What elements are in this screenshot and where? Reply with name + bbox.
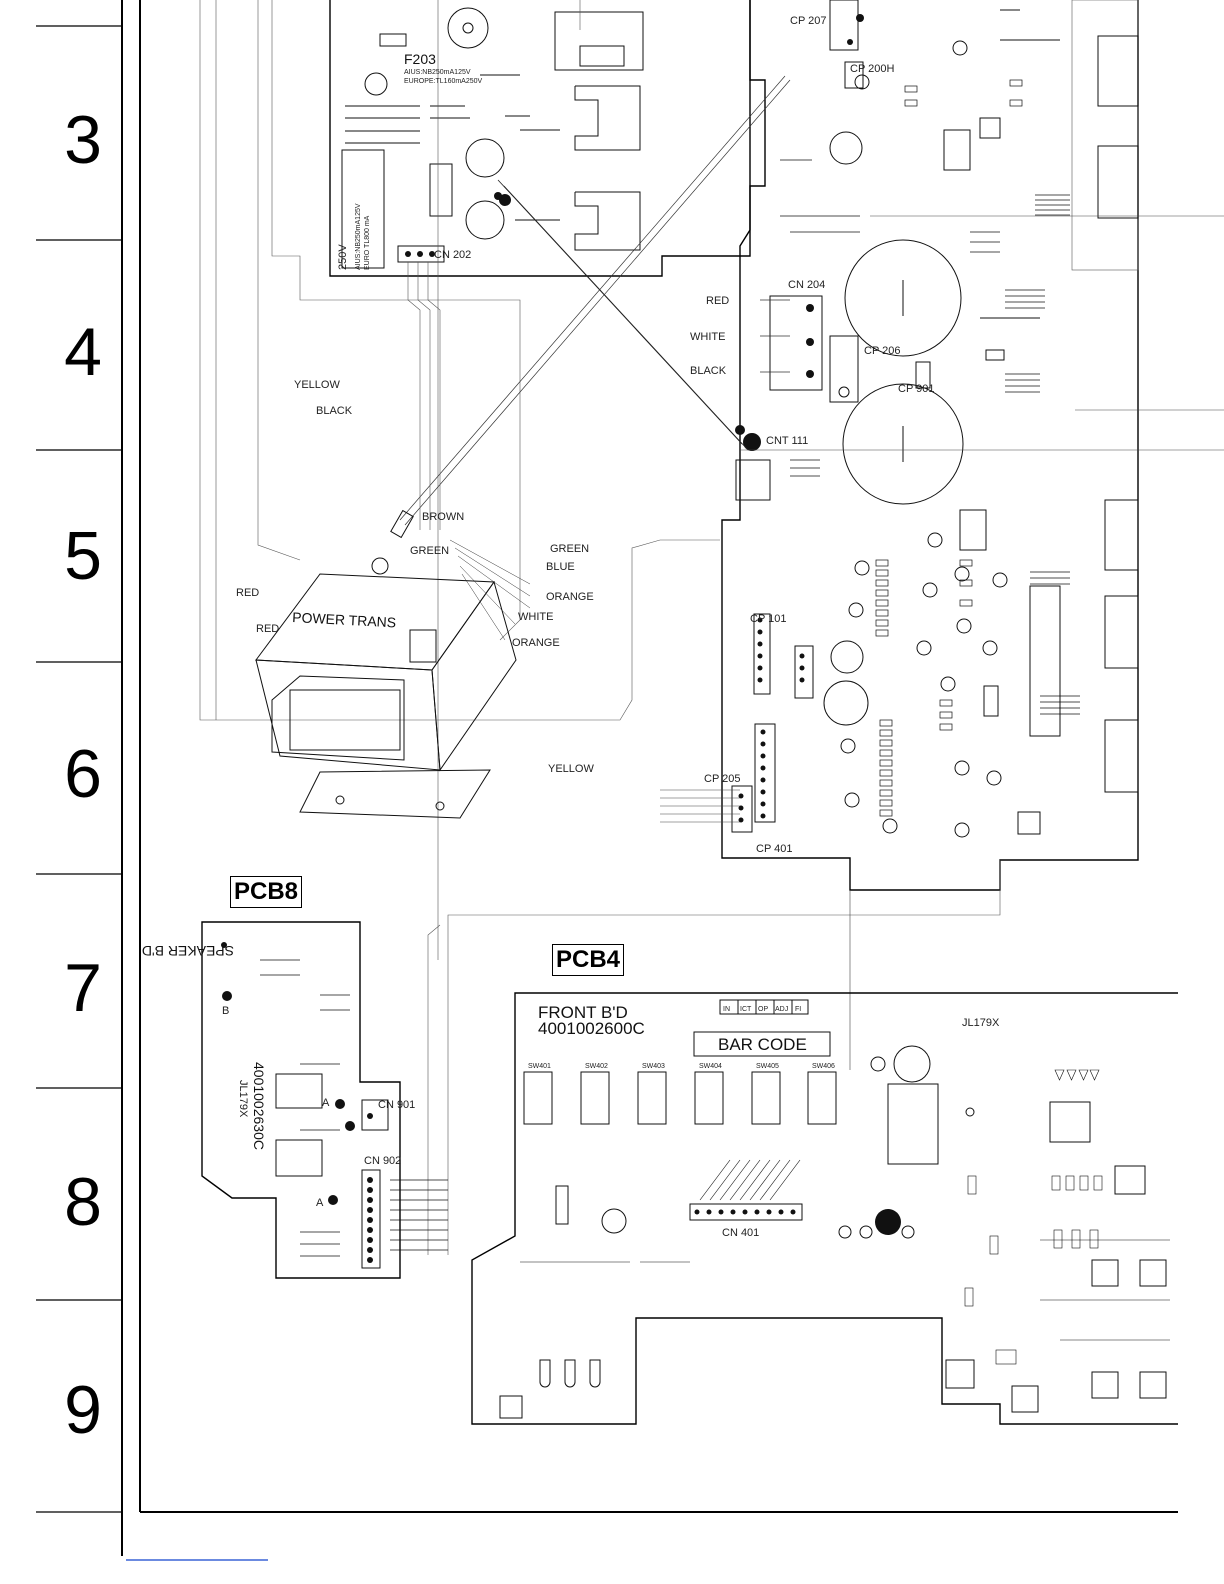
front-board-part-number: 4001002600C [538,1019,645,1038]
speaker-board-ul-mark: JL179X [237,1080,249,1118]
inspection-box-ict: ICT [740,1006,752,1013]
inspection-box-adj: ADJ [775,1006,788,1013]
switch-sw401-label: SW401 [528,1063,551,1070]
wire-label-white-2: WHITE [518,611,553,623]
connector-cp207-label: CP 207 [790,15,827,27]
wire-label-orange-2: ORANGE [512,637,560,649]
wire-label-left-red-2: RED [256,623,279,635]
switch-sw403-label: SW403 [642,1063,665,1070]
speaker-board-title: SPEAKER B'D [142,943,234,959]
wire-label-left-black: BLACK [316,405,353,417]
connector-cp205-label: CP 205 [704,773,741,785]
front-board-ul-mark: JL179X [962,1017,1000,1029]
wire-label-black: BLACK [690,365,727,377]
row-number-3: 3 [64,102,102,178]
connector-cp101-label: CP 101 [750,613,787,625]
bar-code-box [693,1031,831,1057]
main-board [721,0,1139,891]
wire-label-brown: BROWN [422,511,464,523]
fuse-label-block: AIUS:NB250mA125V EURO TL800 mA 250V [337,203,371,270]
power-transformer-drawing [255,509,517,819]
speaker-point-a-upper: A [322,1097,330,1109]
wire-label-red: RED [706,295,729,307]
fuse-f203-label: F203 [404,51,436,67]
speaker-board [201,921,448,1279]
row-number-8: 8 [64,1164,102,1240]
speaker-board-part-number: 4001002630C [251,1062,267,1150]
switch-sw402-label: SW402 [585,1063,608,1070]
inspection-box-op: OP [758,1006,768,1013]
connector-cp901-label: CP 901 [898,383,935,395]
bar-code-label: BAR CODE [718,1035,807,1054]
connector-cp206-label: CP 206 [864,345,901,357]
fuse-block-line-2: EURO TL800 mA [364,215,371,270]
front-connector-cn401: CN 401 [722,1227,759,1239]
wire-label-white: WHITE [690,331,725,343]
inspection-box-fi: FI [795,1006,801,1013]
power-transformer-label: POWER TRANS [292,609,397,630]
connector-cn202-label: CN 202 [434,249,471,261]
row-number-9: 9 [64,1372,102,1448]
front-board-title: FRONT B'D [538,1003,628,1022]
speaker-connector-cn902: CN 902 [364,1155,401,1167]
connector-cnt111-label: CNT 111 [766,435,808,447]
switch-sw404-label: SW404 [699,1063,722,1070]
row-number-6: 6 [64,736,102,812]
row-number-5: 5 [64,518,102,594]
wire-label-green-1: GREEN [410,545,449,557]
switch-sw406-label: SW406 [812,1063,835,1070]
row-number-4: 4 [64,314,102,390]
wire-label-orange-1: ORANGE [546,591,594,603]
fuse-block-line-3: 250V [337,244,349,270]
row-divider-lines [36,25,122,1513]
pcb8-tag: PCB8 [230,876,303,908]
wire-label-left-yellow: YELLOW [294,379,340,391]
switch-sw405-label: SW405 [756,1063,779,1070]
connector-cn204-label: CN 204 [788,279,825,291]
row-number-7: 7 [64,950,102,1026]
fuse-spec-aius: AIUS:NB250mA125V [404,69,471,76]
fuse-spec-europe: EUROPE:TL160mA250V [404,78,483,85]
wire-label-green-2: GREEN [550,543,589,555]
front-board [471,992,1178,1425]
connector-cp200h-label: CP 200H [850,63,894,75]
fuse-block-line-1: AIUS:NB250mA125V [355,203,362,270]
internal-wiring [199,0,1224,1255]
inspection-boxes: IN ICT OP ADJ FI [719,999,809,1015]
speaker-point-b: B [222,1005,229,1017]
wire-label-left-red-1: RED [236,587,259,599]
speaker-connector-cn901: CN 901 [378,1099,415,1111]
wire-label-blue: BLUE [546,561,575,573]
wire-label-bottom-yellow: YELLOW [548,763,594,775]
pcb4-tag: PCB4 [552,944,625,976]
inspection-box-in: IN [723,1006,730,1013]
speaker-point-a-lower: A [316,1197,324,1209]
connector-cp401-label: CP 401 [756,843,793,855]
